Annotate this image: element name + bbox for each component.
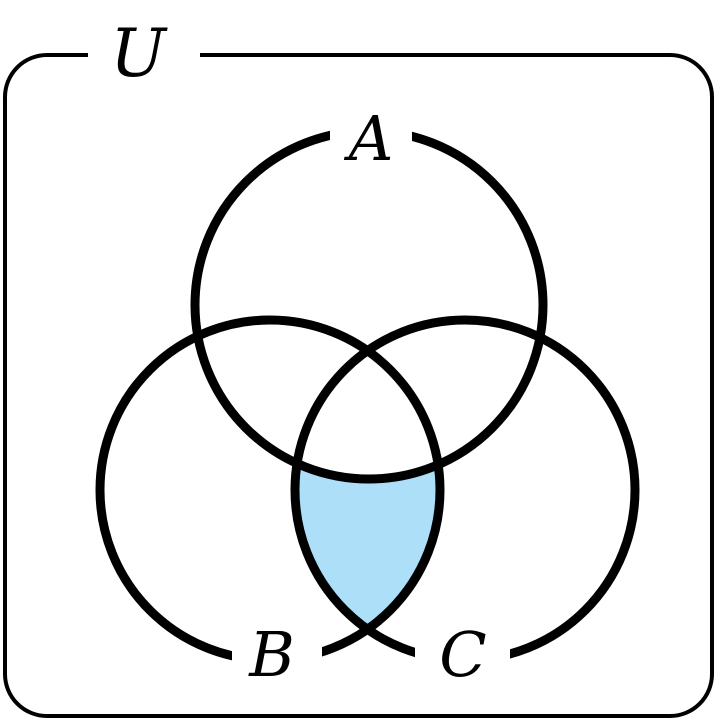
set-a-label: A: [344, 102, 394, 175]
label-gap-a: [330, 100, 412, 175]
label-gap-c: [415, 615, 510, 695]
set-c-label: C: [439, 618, 486, 691]
set-b-label: B: [248, 618, 295, 691]
universe-label: U: [110, 15, 168, 92]
universe-boundary: [3, 53, 714, 718]
label-gap-b: [232, 615, 322, 695]
universe-label-gap: [88, 40, 200, 70]
